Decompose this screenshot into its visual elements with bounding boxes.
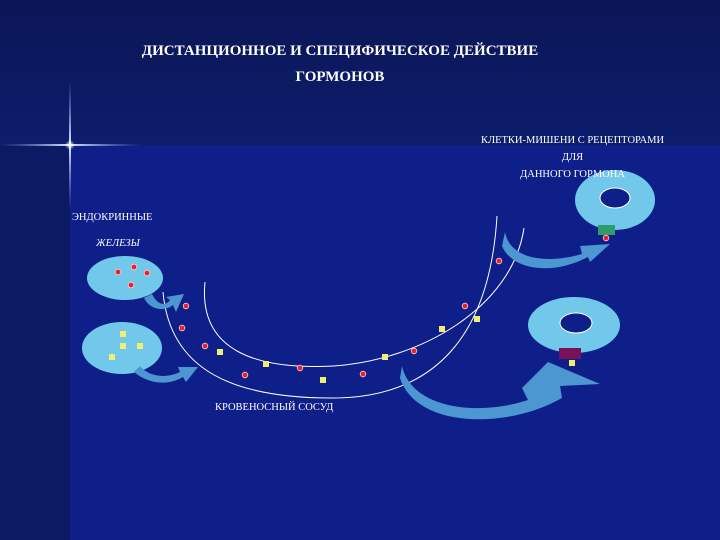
background-top [0, 0, 720, 145]
hormone-square [474, 316, 480, 322]
endocrine-label-line-1: ЭНДОКРИННЫЕ [72, 212, 153, 223]
hormone-circle [130, 263, 138, 271]
blood-vessel-inner-wall [203, 227, 525, 367]
sparkle-star-icon [0, 80, 140, 210]
hormone-circles [114, 234, 610, 379]
hormone-square [569, 360, 575, 366]
hormone-circle [495, 257, 503, 265]
hormone-squares [109, 316, 575, 383]
target-cells-label-line-3: ДАННОГО ГОРМОНА [520, 169, 625, 180]
delivery-arrow-to-cell-1 [502, 232, 610, 269]
receptor-1 [598, 225, 615, 235]
hormone-circle [241, 371, 249, 379]
hormone-square [320, 377, 326, 383]
background-left-band [0, 145, 70, 540]
hormone-square [137, 343, 143, 349]
hormone-circle [410, 347, 418, 355]
hormone-circle [178, 324, 186, 332]
target-cell-1-nucleus [599, 187, 631, 209]
target-cells-label-line-1: КЛЕТКИ-МИШЕНИ С РЕЦЕПТОРАМИ [480, 135, 665, 146]
hormone-circle [127, 281, 135, 289]
secretion-arrow-2 [134, 366, 198, 383]
hormone-square [120, 343, 126, 349]
title-line-1: ДИСТАНЦИОННОЕ И СПЕЦИФИЧЕСКОЕ ДЕЙСТВИЕ [141, 43, 539, 59]
hormone-square [382, 354, 388, 360]
page-title: ДИСТАНЦИОННОЕ И СПЕЦИФИЧЕСКОЕ ДЕЙСТВИЕ Г… [90, 38, 590, 90]
hormone-square [263, 361, 269, 367]
receptor-2 [559, 348, 581, 359]
hormone-circle [201, 342, 209, 350]
hormone-circle [114, 268, 122, 276]
blood-vessel-label: КРОВЕНОСНЫЙ СОСУД [215, 402, 334, 413]
target-cells-label-line-2: ДЛЯ [561, 152, 584, 163]
hormone-circle [359, 370, 367, 378]
hormone-square [439, 326, 445, 332]
target-cells-label: КЛЕТКИ-МИШЕНИ С РЕЦЕПТОРАМИ ДЛЯ ДАННОГО … [455, 132, 690, 183]
hormone-circle [182, 302, 190, 310]
endocrine-gland-1 [87, 256, 163, 300]
endocrine-label-line-2: ЖЕЛЕЗЫ [96, 238, 140, 249]
hormone-circle [602, 234, 610, 242]
hormone-circle [296, 364, 304, 372]
hormone-circle [143, 269, 151, 277]
hormone-square [217, 349, 223, 355]
title-line-2: ГОРМОНОВ [295, 69, 385, 85]
target-cell-2-nucleus [559, 312, 593, 334]
hormone-circle [461, 302, 469, 310]
secretion-arrow-1 [144, 294, 184, 312]
blood-vessel-outer-wall [162, 215, 498, 399]
hormone-square [109, 354, 115, 360]
hormone-square [120, 331, 126, 337]
delivery-arrow-to-cell-2 [400, 362, 600, 420]
